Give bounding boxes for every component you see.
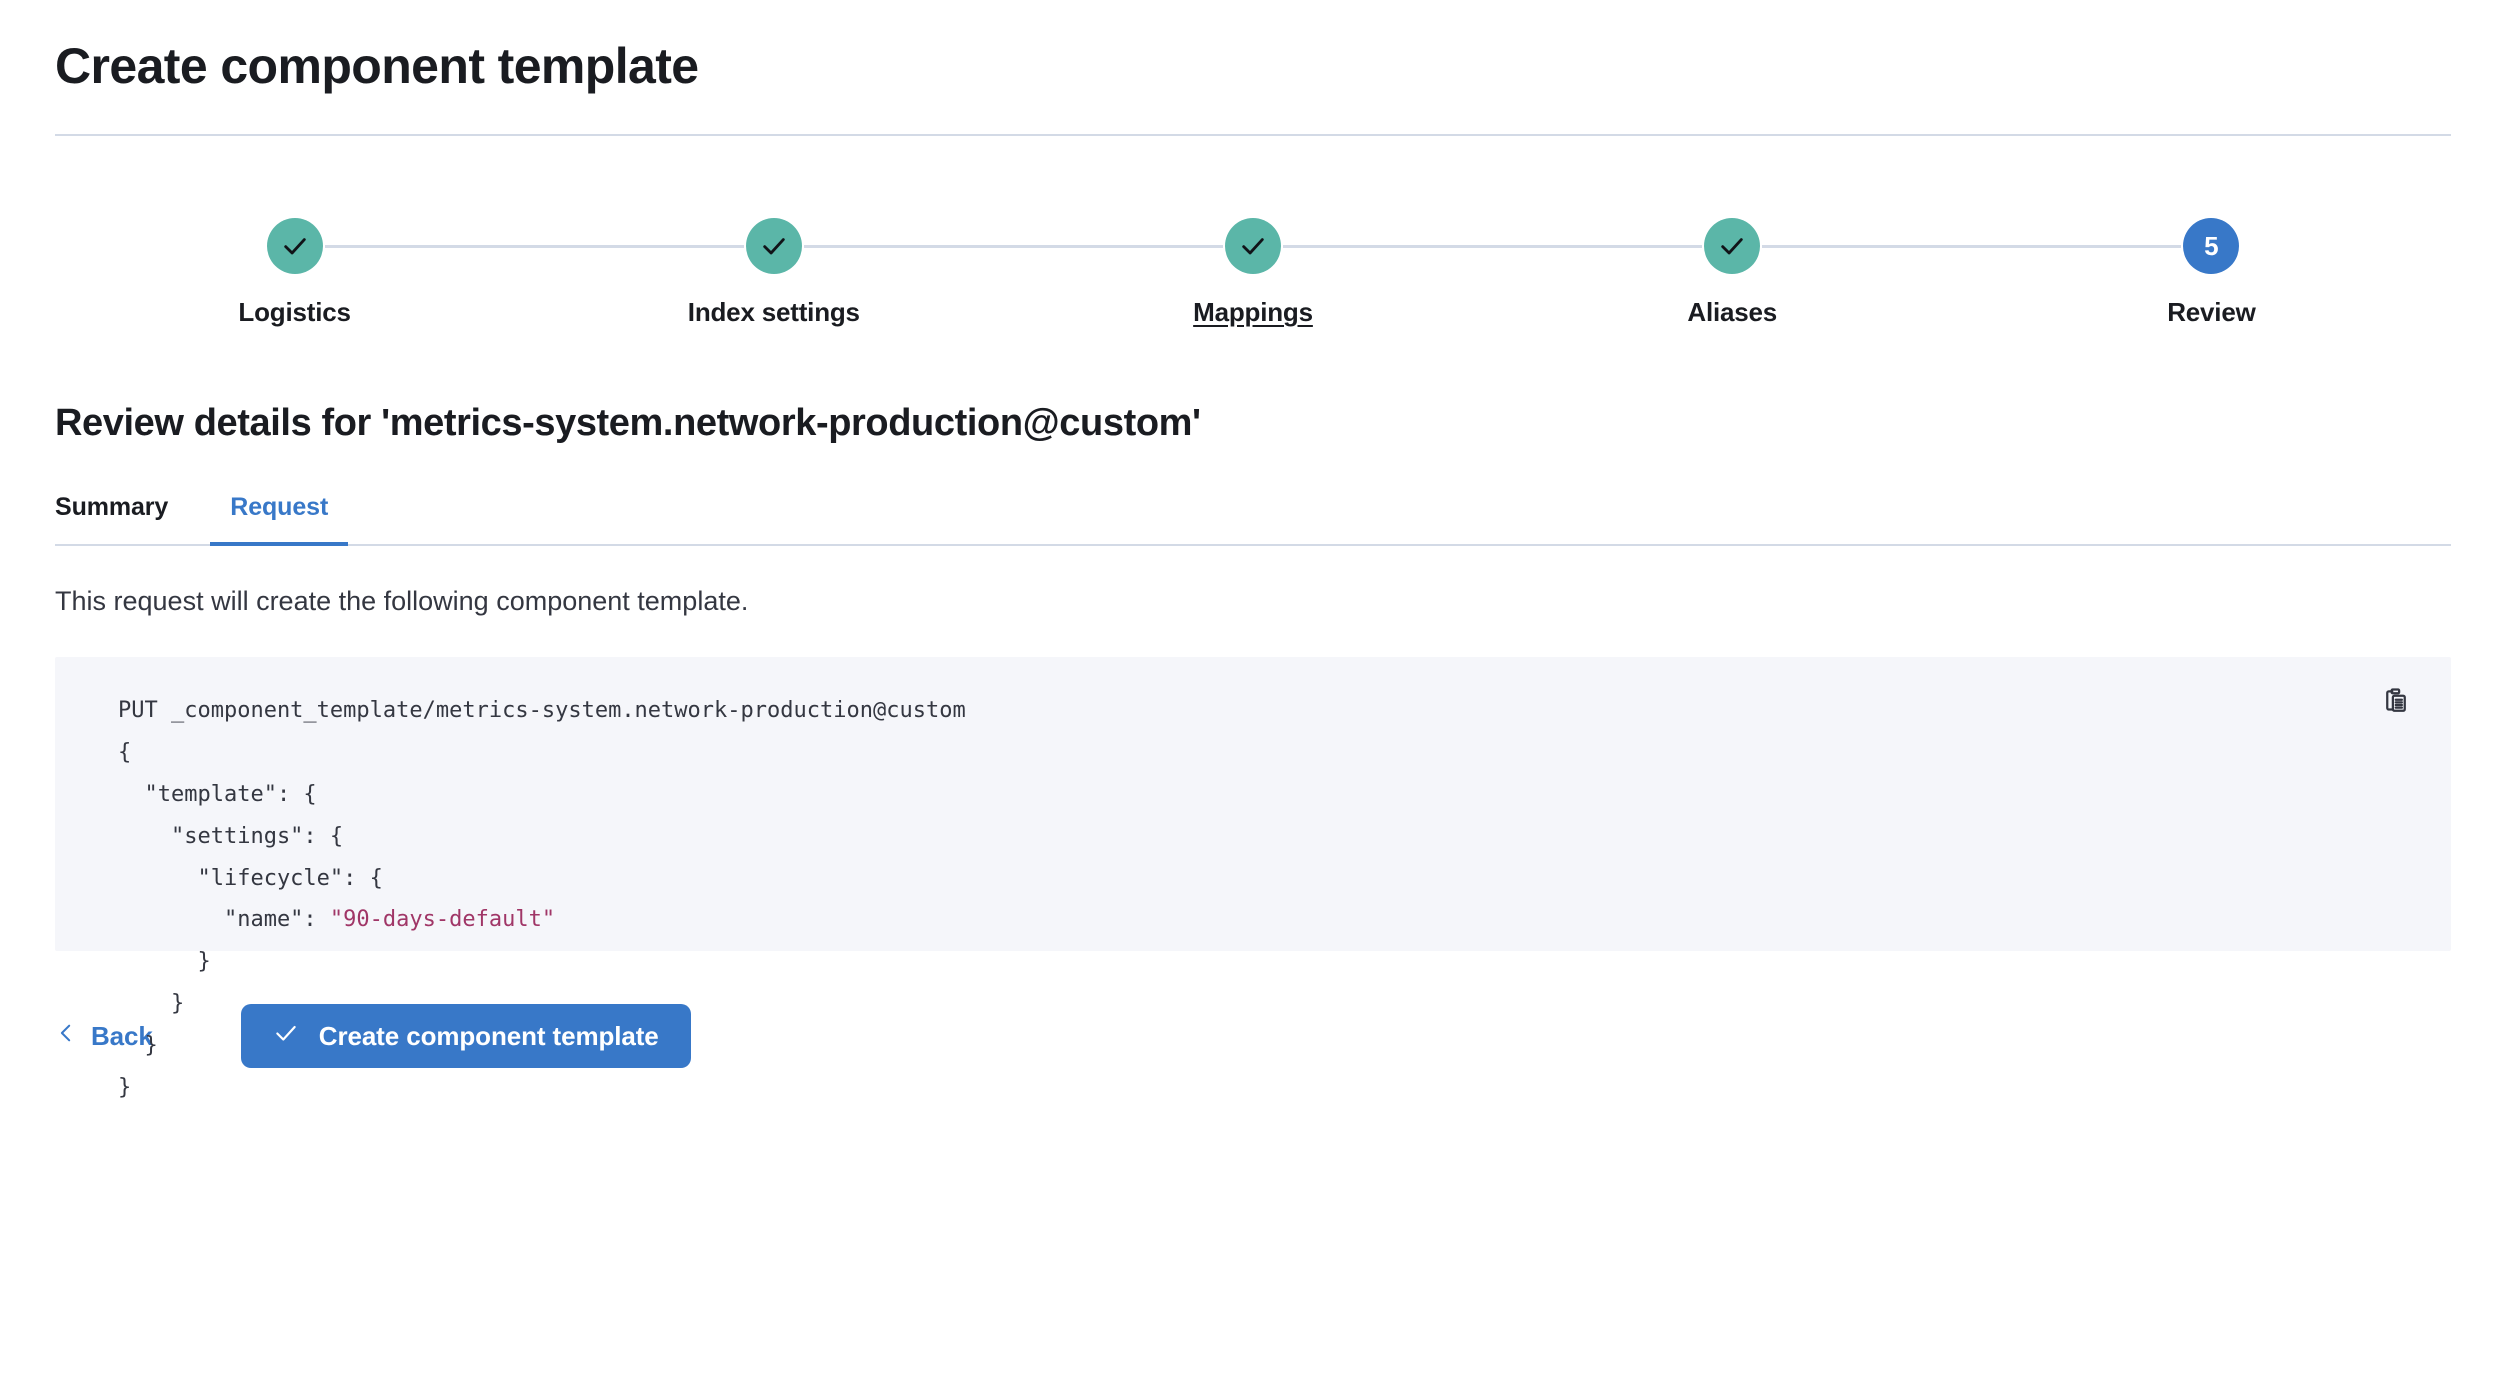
step-index-settings[interactable]: Index settings bbox=[534, 218, 1014, 328]
check-icon bbox=[281, 232, 309, 260]
step-label-logistics[interactable]: Logistics bbox=[238, 297, 351, 327]
step-aliases[interactable]: Aliases bbox=[1492, 218, 1973, 328]
step-label-aliases[interactable]: Aliases bbox=[1687, 297, 1778, 327]
step-status-circle-index-settings bbox=[745, 218, 802, 274]
request-code-block: PUT _component_template/metrics-system.n… bbox=[55, 690, 2411, 1108]
request-body-line-1: "template": { bbox=[118, 781, 317, 807]
step-status-circle-logistics bbox=[266, 218, 323, 274]
request-body-line-0: { bbox=[118, 740, 132, 766]
request-string-value: "90-days-default" bbox=[329, 907, 556, 933]
step-label-index-settings[interactable]: Index settings bbox=[687, 297, 860, 327]
back-button[interactable]: Back bbox=[55, 1018, 153, 1055]
footer-actions: Back Create component template bbox=[55, 1004, 2451, 1069]
check-icon bbox=[1239, 232, 1267, 260]
chevron-left-icon bbox=[55, 1018, 77, 1055]
tab-summary[interactable]: Summary bbox=[55, 493, 188, 546]
request-body-line-4: "name": "90-days-default" bbox=[118, 907, 556, 933]
tab-request[interactable]: Request bbox=[210, 493, 349, 546]
review-heading: Review details for 'metrics-system.netwo… bbox=[55, 402, 1201, 444]
request-body-line-3: "lifecycle": { bbox=[118, 865, 383, 891]
request-body-line-5: } bbox=[118, 949, 211, 975]
step-status-circle-aliases bbox=[1704, 218, 1761, 274]
request-body-line-2: "settings": { bbox=[118, 823, 344, 849]
back-button-label: Back bbox=[91, 1020, 153, 1051]
request-code-panel: PUT _component_template/metrics-system.n… bbox=[55, 657, 2451, 1100]
check-icon bbox=[760, 232, 788, 260]
create-component-template-button[interactable]: Create component template bbox=[240, 1004, 691, 1069]
copy-clipboard-icon[interactable] bbox=[2379, 685, 2413, 719]
request-body-line-6: } bbox=[118, 990, 185, 1016]
step-logistics[interactable]: Logistics bbox=[55, 218, 535, 328]
step-label-review[interactable]: Review bbox=[2167, 297, 2256, 327]
request-body-line-8: } bbox=[118, 1074, 132, 1100]
check-icon bbox=[1718, 232, 1746, 260]
header-divider bbox=[55, 134, 2451, 136]
page-title: Create component template bbox=[55, 38, 699, 94]
request-method-line: PUT _component_template/metrics-system.n… bbox=[118, 698, 966, 724]
create-component-template-button-label: Create component template bbox=[318, 1020, 659, 1051]
check-icon bbox=[273, 1020, 299, 1053]
step-status-circle-mappings bbox=[1225, 218, 1281, 274]
request-description: This request will create the following c… bbox=[55, 585, 749, 616]
wizard-stepper: Logistics Index settings Mappings bbox=[55, 218, 2451, 328]
step-mappings[interactable]: Mappings bbox=[1013, 218, 1493, 328]
step-label-mappings[interactable]: Mappings bbox=[1193, 297, 1313, 327]
step-review[interactable]: 5 Review bbox=[1971, 218, 2451, 328]
review-tabs: Summary Request bbox=[55, 493, 2451, 546]
step-status-circle-review: 5 bbox=[2183, 218, 2240, 274]
request-body-line-7: } bbox=[118, 1032, 158, 1058]
